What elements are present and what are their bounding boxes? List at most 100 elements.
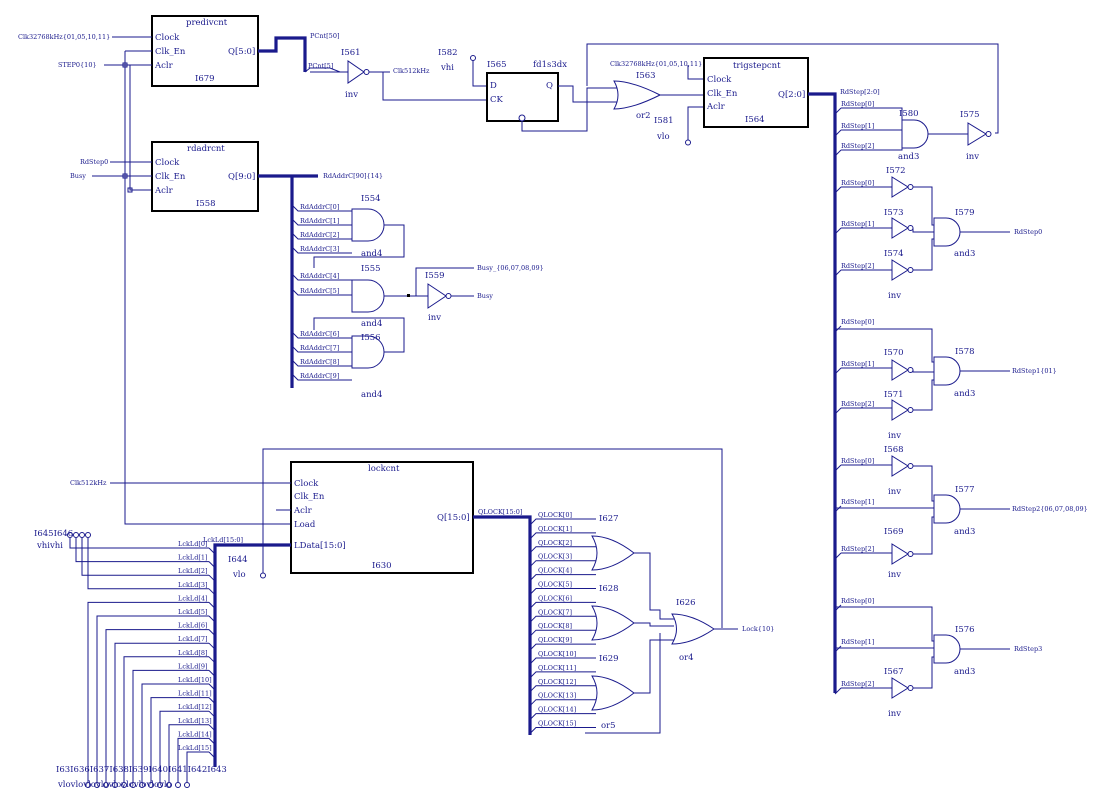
predivcnt-clock-pin: Clock	[155, 33, 180, 43]
inv-i570[interactable]: I570 I571	[884, 348, 914, 400]
lockcnt-load-pin: Load	[294, 520, 316, 530]
rdaddr-bit-label: RdAddrC[4]	[300, 272, 339, 280]
inv-i573[interactable]: I574	[884, 217, 914, 259]
and-gate-i556[interactable]: I556 and4	[351, 333, 385, 400]
or-gate-i563[interactable]: I563 or2	[613, 71, 662, 121]
i626-inst: I626	[676, 598, 696, 608]
rdaddr-bit-label: RdAddrC[8]	[300, 358, 339, 366]
or-gate-i627[interactable]: I627	[591, 514, 635, 571]
i567-type: inv	[888, 709, 901, 719]
inv-i569[interactable]: I569 inv	[884, 527, 914, 580]
rdaddr-wire	[291, 218, 352, 226]
lckld-wire	[186, 751, 209, 782]
inv-i561[interactable]: I561 inv	[341, 48, 370, 100]
qlock-wire	[529, 699, 596, 707]
i568-type: inv	[888, 487, 901, 497]
lckld-wire	[105, 629, 209, 782]
and-gate-i578[interactable]: I578 and3	[933, 347, 975, 399]
net-pcnt-label: PCnt[50]	[310, 32, 340, 40]
lckld-wire	[208, 629, 216, 636]
lckld-wire	[208, 615, 216, 623]
net-rdstep3-out-label: RdStep3	[1014, 645, 1042, 653]
vlo-pin	[166, 782, 172, 788]
qlock-bit-label: QLOCK[15]	[538, 720, 576, 728]
i572-inst: I572	[886, 166, 906, 176]
qlock-bit-label: QLOCK[10]	[538, 650, 576, 658]
trigstepcnt-q-pin: Q[2:0]	[778, 90, 805, 100]
lckld-wire	[177, 737, 209, 782]
lckld-bit-label: LckLd[8]	[178, 649, 208, 657]
i570-inst: I570	[884, 348, 904, 358]
or-gate-i628[interactable]: I628	[591, 584, 635, 641]
fd1s3dx-ck-pin: CK	[490, 95, 504, 105]
lckld-wire	[208, 602, 216, 609]
lckld-bit-label: LckLd[4]	[178, 594, 208, 602]
i554-inst: I554	[361, 194, 381, 204]
or-gate-i629[interactable]: I629	[591, 654, 635, 711]
inv-i574[interactable]: inv	[888, 259, 914, 301]
qlock-bit-label: QLOCK[1]	[538, 525, 572, 533]
i578-type: and3	[954, 389, 975, 399]
vlo-pin	[112, 782, 118, 788]
vlo-pin	[85, 782, 91, 788]
predivcnt-block[interactable]: predivcnt Clock Clk_En Aclr Q[5:0] I679	[151, 15, 259, 87]
and-gate-i555[interactable]: I555 and4	[351, 264, 385, 329]
i573-inst: I573	[884, 208, 904, 218]
and-gate-i576[interactable]: I576 and3	[933, 625, 975, 677]
i554-type: and4	[361, 249, 382, 259]
lockcnt-title: lockcnt	[368, 464, 400, 474]
i582-val: vhi	[440, 63, 454, 73]
lckld-wire	[123, 656, 209, 782]
net-rdaddrc-label: RdAddrC[90]{14}	[323, 172, 383, 180]
rdstep-taps: RdStep[0]RdStep[1]RdStep[2]RdStep[0]RdSt…	[834, 100, 903, 695]
i555-inst: I555	[361, 264, 381, 274]
rdstep-tap-label: RdStep[0]	[841, 597, 874, 605]
rdstep-tap-label: RdStep[1]	[841, 498, 874, 506]
rdstep-wire	[834, 269, 842, 277]
rdaddr-wire	[291, 204, 352, 212]
i559-inst: I559	[425, 271, 445, 281]
lckld-wire	[87, 538, 209, 590]
rdstep-tap-label: RdStep[2]	[841, 400, 874, 408]
vhi-pin	[73, 532, 79, 538]
i568-inst: I568	[884, 445, 904, 455]
i628-inst: I628	[599, 584, 619, 594]
qlock-wire	[529, 518, 596, 526]
i578-inst: I578	[955, 347, 975, 357]
inv-i568[interactable]: I568 inv	[884, 445, 914, 497]
rdadrcnt-block[interactable]: rdadrcnt Clock Clk_En Aclr Q[9:0] I558	[151, 141, 259, 212]
lckld-bit-label: LckLd[14]	[178, 730, 212, 738]
vlo-pin	[175, 782, 181, 788]
inv-i571[interactable]: inv	[888, 399, 914, 441]
inv-i559[interactable]: I559 inv	[425, 271, 452, 323]
lockcnt-block[interactable]: lockcnt Clock Clk_En Aclr Load LData[15:…	[290, 461, 474, 574]
inv-i567[interactable]: I567 inv	[884, 667, 914, 719]
net-rdstep2-out-label: RdStep2{06,07,08,09}	[1012, 505, 1088, 513]
rdstep-tap-label: RdStep[0]	[841, 100, 874, 108]
rdstep-wire	[834, 687, 842, 695]
or-gate-i626[interactable]: I626 or4	[671, 598, 715, 663]
net-clk32768-label: Clk32768kHz{01,05,10,11}	[18, 33, 110, 41]
net-clk512-label: Clk512kHz	[393, 67, 430, 75]
fd1s3dx-block[interactable]: I565 fd1s3dx D CK Q	[486, 60, 567, 122]
lckld-wire	[208, 738, 216, 745]
net-pcnt5-label: PCnt[5]	[308, 62, 333, 70]
inv-i575[interactable]: I575 inv	[960, 110, 992, 162]
predivcnt-inst: I679	[195, 74, 215, 84]
i555-type: and4	[361, 319, 382, 329]
and-gate-i577[interactable]: I577 and3	[933, 485, 975, 537]
i581-inst: I581	[654, 116, 674, 126]
i577-type: and3	[954, 527, 975, 537]
and-gate-i580[interactable]: I580 and3	[898, 109, 929, 162]
rdaddr-bit-label: RdAddrC[5]	[300, 287, 339, 295]
and-gate-i579[interactable]: I579 and3	[933, 208, 975, 259]
trigstepcnt-block[interactable]: trigstepcnt Clock Clk_En Aclr Q[2:0] I56…	[703, 57, 809, 128]
inv-i572[interactable]: I572 I573	[884, 166, 914, 218]
vhi-pin	[67, 532, 73, 538]
lckld-wire	[208, 588, 216, 596]
lckld-wire	[132, 669, 209, 782]
i556-type: and4	[361, 390, 382, 400]
and-gate-i554[interactable]: I554 and4	[351, 194, 385, 259]
rdaddr-bit-label: RdAddrC[2]	[300, 231, 339, 239]
